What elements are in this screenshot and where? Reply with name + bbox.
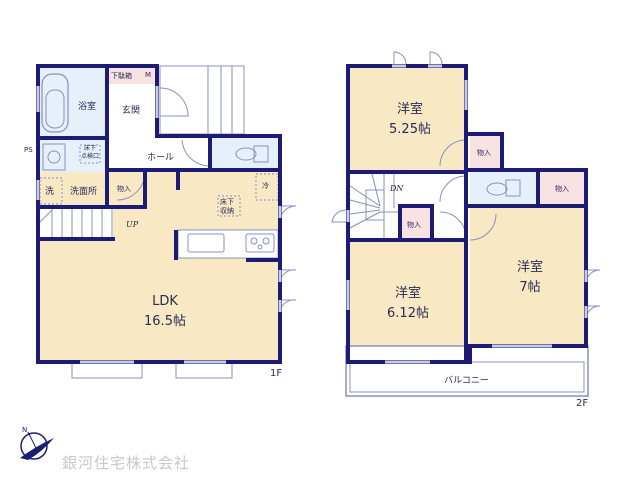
stairs-dn-label: DN	[390, 184, 404, 193]
exterior-steps	[159, 65, 245, 135]
pipe-space-label: PS	[24, 146, 33, 154]
inspection-line2: 点検口	[81, 153, 100, 160]
underfloor-line2: 収納	[220, 207, 234, 215]
hall-label: ホール	[147, 153, 175, 163]
underfloor-line1: 床下	[220, 198, 234, 206]
storage-1f-label: 物入	[117, 185, 131, 193]
inspection-hatch-label: 床下 点検口	[81, 145, 99, 161]
meter-label: M	[145, 71, 152, 79]
storage-a-floor	[470, 134, 502, 168]
wash-basin	[42, 143, 66, 171]
compass-north-label: N	[22, 426, 28, 434]
room-b-name: 洋室	[394, 286, 421, 301]
inspection-line1: 床下	[84, 145, 97, 152]
ldk-name: LDK	[152, 294, 178, 309]
stairs-up-label: UP	[126, 220, 139, 229]
room-a-label: 洋室 5.25帖	[375, 100, 445, 140]
toilet2-floor	[470, 172, 536, 206]
entrance-floor	[109, 84, 157, 134]
room-c-label: 洋室 7帖	[495, 258, 565, 298]
sink	[187, 233, 225, 253]
room-c-size: 7帖	[519, 280, 541, 295]
bath-floor	[38, 68, 107, 136]
storage-b-label: 物入	[407, 221, 421, 229]
stove	[245, 233, 275, 253]
bathtub	[41, 73, 69, 133]
ldk-floor	[38, 172, 280, 362]
walls-1f	[36, 64, 282, 364]
washroom-label: 洗面所	[70, 187, 98, 197]
room-a-size: 5.25帖	[389, 122, 431, 137]
ldk-size: 16.5帖	[144, 314, 186, 329]
toilet1-floor	[212, 137, 280, 170]
bath-label: 浴室	[78, 102, 97, 112]
balcony-label: バルコニー	[444, 376, 489, 386]
room-c-name: 洋室	[516, 260, 543, 275]
underfloor-storage-label: 床下 収納	[220, 198, 234, 216]
storage-a-label: 物入	[477, 149, 491, 157]
hall-floor	[109, 137, 210, 170]
room-a-floor	[348, 66, 466, 172]
shoe-cabinet-floor	[109, 68, 157, 84]
fridge-label: 冷	[262, 182, 269, 190]
room-b-size: 6.12帖	[387, 306, 429, 321]
floor-1f-label: 1F	[270, 368, 283, 379]
storage-c-floor	[540, 172, 586, 206]
room-b-label: 洋室 6.12帖	[373, 284, 443, 324]
room-b-floor	[348, 242, 466, 362]
compass-logo	[20, 431, 54, 460]
storage-b-floor	[400, 208, 430, 238]
floor-2f-label: 2F	[576, 398, 589, 409]
storage-c-label: 物入	[555, 185, 569, 193]
washer-label: 洗	[45, 187, 55, 197]
room-a-name: 洋室	[396, 102, 423, 117]
company-name: 銀河住宅株式会社	[62, 454, 191, 472]
entrance-label: 玄関	[122, 106, 141, 116]
ldk-label: LDK 16.5帖	[130, 292, 200, 332]
stair1-floor	[38, 207, 113, 239]
kitchen-counter	[177, 229, 279, 259]
shoe-cabinet-label: 下駄箱	[111, 72, 132, 80]
